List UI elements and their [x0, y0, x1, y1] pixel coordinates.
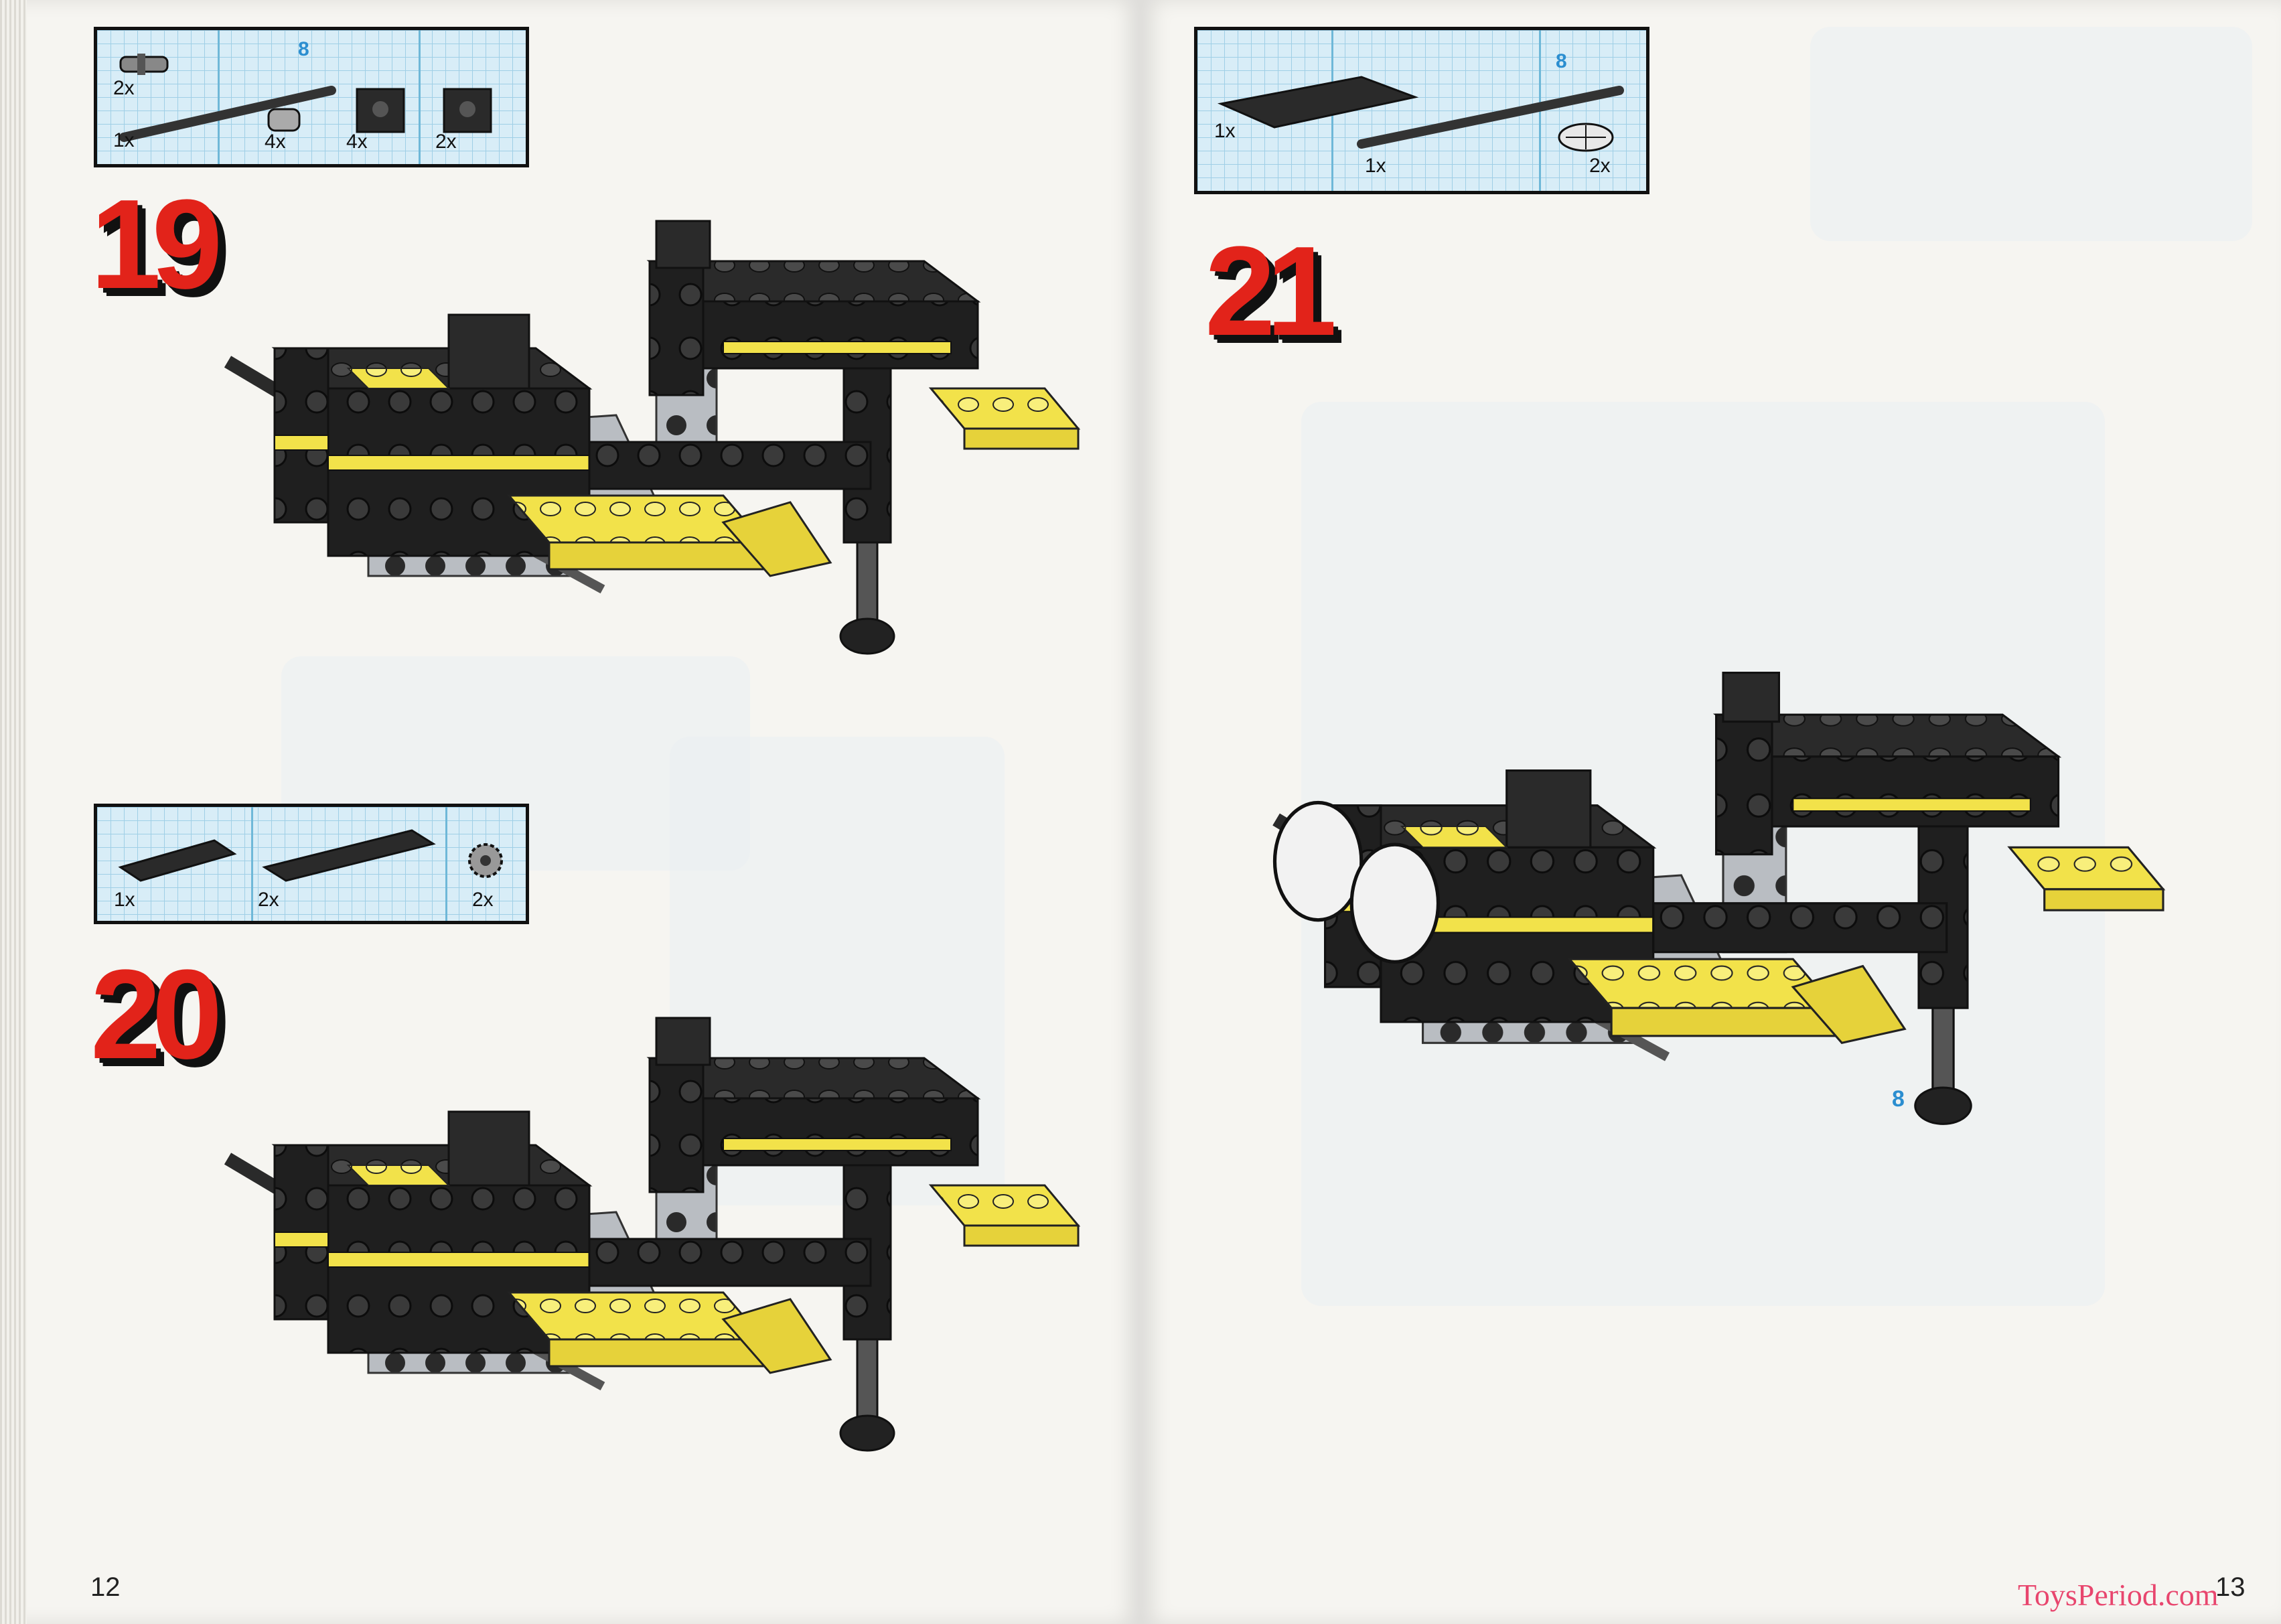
step-20-model-illustration — [214, 944, 1085, 1547]
axle-icon — [1357, 86, 1624, 149]
step-21-parts-box: 1x 8 1x 2x — [1194, 27, 1649, 194]
page-number: 13 — [2215, 1572, 2246, 1602]
plate-1x4-icon — [118, 839, 237, 882]
plate-2x6-icon — [1217, 76, 1419, 129]
part-qty: 2x — [113, 77, 135, 99]
axle-length-callout: 8 — [1892, 1086, 1905, 1112]
bushing-icon — [267, 108, 301, 132]
part-qty: 1x — [114, 889, 135, 911]
step-number: 19 — [90, 173, 222, 315]
watermark: ToysPeriod.com — [2018, 1578, 2219, 1612]
axle-length: 8 — [1556, 50, 1567, 72]
part-qty: 2x — [258, 889, 279, 911]
right-page: 1x 8 1x 2x 21 8 13 ToysPeriod.com — [1140, 0, 2281, 1624]
part-qty: 4x — [265, 131, 286, 153]
round-grille-icon — [1558, 123, 1614, 152]
page-number: 12 — [90, 1572, 121, 1602]
part-qty: 1x — [1214, 120, 1236, 142]
step-number: 20 — [90, 944, 222, 1086]
background-ghost-art — [1810, 27, 2252, 241]
axle-length: 8 — [298, 38, 309, 60]
technic-brick-1x1-icon — [443, 88, 492, 133]
part-qty: 1x — [113, 129, 135, 151]
part-qty: 2x — [1589, 155, 1611, 177]
technic-brick-1x1-icon — [356, 88, 405, 133]
step-20-parts-box: 1x 2x 2x — [94, 804, 529, 924]
part-qty: 2x — [435, 131, 457, 153]
step-number: 21 — [1205, 220, 1337, 362]
axle-icon — [119, 86, 336, 142]
gear-icon — [468, 843, 503, 878]
part-qty: 4x — [346, 131, 368, 153]
connector-peg-icon — [119, 54, 169, 75]
step-19-parts-box: 2x 8 1x 4x 4x 2x — [94, 27, 529, 167]
plate-1x6-icon — [262, 829, 436, 882]
page-edge — [0, 0, 27, 1624]
step-19-model-illustration — [214, 147, 1085, 750]
part-qty: 2x — [472, 889, 494, 911]
part-qty: 1x — [1365, 155, 1386, 177]
step-21-model-illustration — [1234, 589, 2212, 1259]
left-page: 2x 8 1x 4x 4x 2x 19 1x — [0, 0, 1140, 1624]
